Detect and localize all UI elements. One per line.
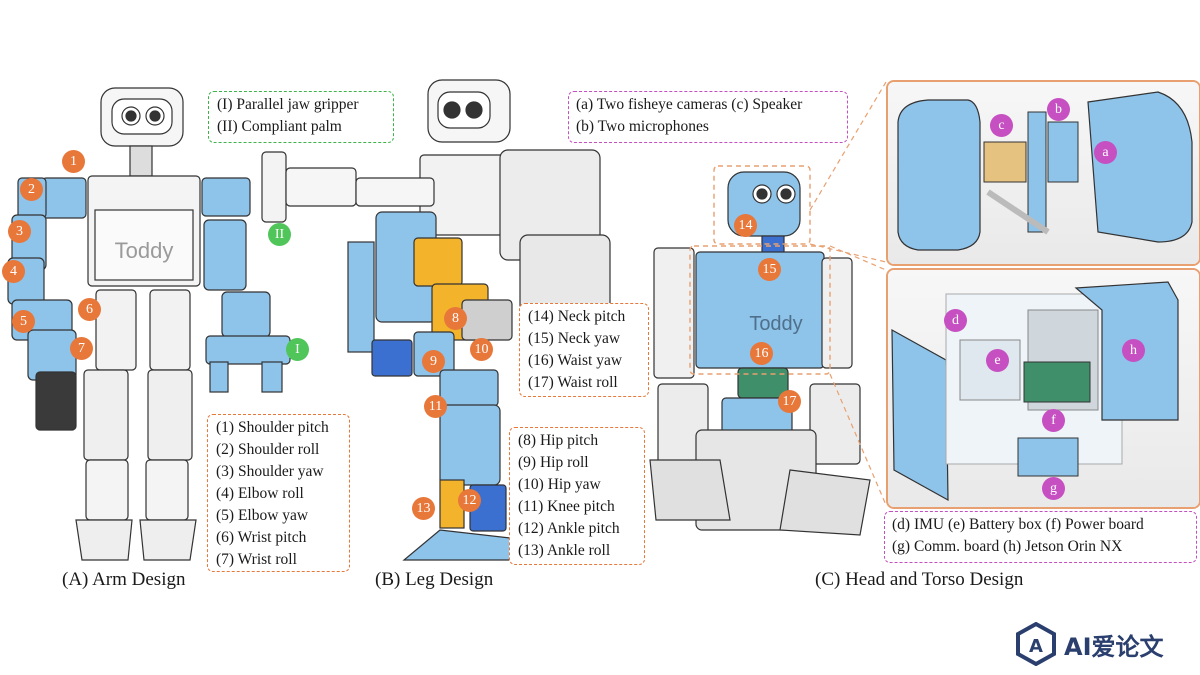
head-components-legend-box: (a) Two fisheye cameras (c) Speaker (b) …: [568, 91, 848, 143]
head-callout-outline: [713, 165, 811, 245]
arm-joint-item: (1) Shoulder pitch: [216, 419, 329, 436]
joint-badge-1: 1: [62, 150, 85, 173]
caption-head-torso-design: (C) Head and Torso Design: [815, 569, 1024, 590]
torso-callout-line-bottom: [829, 373, 887, 506]
joint-badge-5: 5: [12, 310, 35, 333]
arm-joint-item: (6) Wrist pitch: [216, 529, 307, 546]
joint-badge-7: 7: [70, 337, 93, 360]
neck-waist-joint-item: (17) Waist roll: [528, 374, 618, 391]
leg-joint-item: (12) Ankle pitch: [518, 520, 620, 537]
svg-text:A: A: [1029, 636, 1043, 657]
joint-badge-16: 16: [750, 342, 773, 365]
compliant-palm: [261, 151, 357, 223]
arm-joint-item: (2) Shoulder roll: [216, 441, 320, 458]
head-callout-line-bottom: [809, 243, 887, 263]
leg-joint-item: (8) Hip pitch: [518, 432, 599, 449]
robot-c-toddy-label: Toddy: [749, 313, 802, 335]
caption-arm-design: (A) Arm Design: [62, 569, 186, 590]
head-part-badge-a: a: [1094, 141, 1117, 164]
torso-part-badge-g: g: [1042, 477, 1065, 500]
neck-waist-joint-item: (16) Waist yaw: [528, 352, 623, 369]
leg-joints-legend-box: (8) Hip pitch (9) Hip roll (10) Hip yaw …: [509, 427, 645, 565]
leg-joint-item: (11) Knee pitch: [518, 498, 615, 515]
arm-joint-item: (4) Elbow roll: [216, 485, 304, 502]
arm-joint-item: (3) Shoulder yaw: [216, 463, 324, 480]
joint-badge-17: 17: [778, 390, 801, 413]
torso-callout-outline: [689, 245, 831, 375]
joint-badge-4: 4: [2, 260, 25, 283]
caption-leg-design: (B) Leg Design: [375, 569, 494, 590]
joint-badge-2: 2: [20, 178, 43, 201]
arm-joints-legend-box: (1) Shoulder pitch (2) Shoulder roll (3)…: [207, 414, 350, 572]
head-component-line: (a) Two fisheye cameras (c) Speaker: [576, 96, 803, 113]
gripper-badge-II: II: [268, 223, 291, 246]
robot-a-toddy-label: Toddy: [115, 238, 174, 263]
head-part-badge-b: b: [1047, 98, 1070, 121]
joint-badge-8: 8: [444, 307, 467, 330]
arm-joint-item: (7) Wrist roll: [216, 551, 297, 568]
head-component-line: (b) Two microphones: [576, 118, 709, 135]
torso-callout-line-top: [829, 245, 887, 271]
joint-badge-13: 13: [412, 497, 435, 520]
neck-waist-legend-box: (14) Neck pitch (15) Neck yaw (16) Waist…: [519, 303, 649, 397]
joint-badge-9: 9: [422, 350, 445, 373]
gripper-legend-box: (I) Parallel jaw gripper (II) Compliant …: [208, 91, 394, 143]
torso-part-badge-e: e: [986, 349, 1009, 372]
head-part-badge-c: c: [990, 114, 1013, 137]
torso-part-badge-d: d: [944, 309, 967, 332]
watermark-text: AI爱论文: [1064, 632, 1164, 661]
torso-exploded-panel: [886, 268, 1200, 509]
joint-badge-14: 14: [734, 214, 757, 237]
joint-badge-6: 6: [78, 298, 101, 321]
leg-joint-item: (13) Ankle roll: [518, 542, 611, 559]
joint-badge-12: 12: [458, 489, 481, 512]
robot-b-figure: [347, 79, 611, 561]
joint-badge-10: 10: [470, 338, 493, 361]
head-exploded-drawing: [888, 82, 1199, 264]
gripper-badge-I: I: [286, 338, 309, 361]
watermark-logo-icon: A: [1016, 622, 1056, 666]
gripper-legend-line: (II) Compliant palm: [217, 118, 342, 135]
head-exploded-panel: [886, 80, 1200, 266]
joint-badge-11: 11: [424, 395, 447, 418]
torso-component-line: (d) IMU (e) Battery box (f) Power board: [892, 516, 1144, 533]
gripper-legend-line: (I) Parallel jaw gripper: [217, 96, 359, 113]
head-callout-line-top: [809, 81, 887, 211]
watermark: A AI爱论文: [1014, 622, 1164, 666]
torso-components-legend-box: (d) IMU (e) Battery box (f) Power board …: [884, 511, 1197, 563]
leg-joint-item: (10) Hip yaw: [518, 476, 601, 493]
torso-exploded-drawing: [888, 270, 1199, 507]
joint-badge-3: 3: [8, 220, 31, 243]
torso-component-line: (g) Comm. board (h) Jetson Orin NX: [892, 538, 1123, 555]
torso-part-badge-f: f: [1042, 409, 1065, 432]
leg-joint-item: (9) Hip roll: [518, 454, 589, 471]
torso-part-badge-h: h: [1122, 339, 1145, 362]
joint-badge-15: 15: [758, 258, 781, 281]
arm-joint-item: (5) Elbow yaw: [216, 507, 309, 524]
neck-waist-joint-item: (15) Neck yaw: [528, 330, 621, 347]
neck-waist-joint-item: (14) Neck pitch: [528, 308, 626, 325]
